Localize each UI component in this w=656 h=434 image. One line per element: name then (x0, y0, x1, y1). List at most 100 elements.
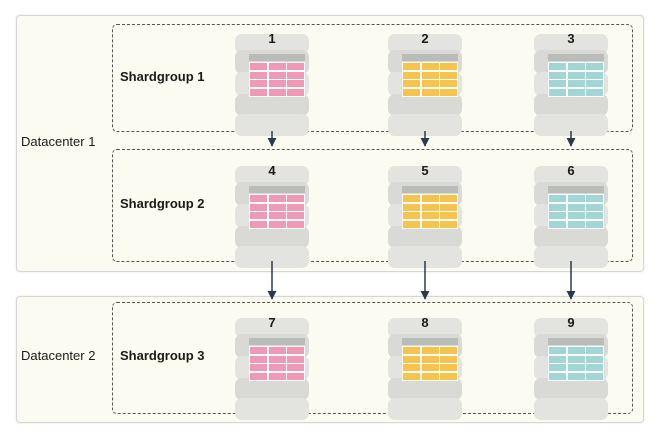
table-cell (286, 70, 305, 80)
table-cell (439, 70, 458, 80)
table-cell (286, 202, 305, 212)
shardgroup-3-label: Shardgroup 3 (120, 348, 205, 363)
table-cell (286, 79, 305, 89)
table-cell (585, 193, 604, 204)
table-cell (585, 354, 604, 364)
table-grid (402, 193, 458, 230)
table-header (249, 338, 305, 345)
table-cell (286, 87, 305, 98)
table-header (402, 186, 458, 193)
table-icon (402, 54, 458, 98)
table-cell (548, 202, 567, 212)
table-cell (267, 70, 287, 80)
shard-disk (534, 114, 608, 136)
table-header (548, 338, 604, 345)
table-cell (585, 79, 604, 89)
table-cell (402, 61, 421, 72)
shard-2: 2 (388, 31, 462, 136)
shard-disk (235, 378, 309, 400)
table-cell (566, 363, 586, 373)
table-cell (548, 219, 567, 230)
shard-disk (235, 398, 309, 420)
table-icon (249, 186, 305, 230)
table-cell (566, 211, 586, 221)
table-cell (439, 371, 458, 382)
table-grid (249, 61, 305, 98)
table-cell (548, 371, 567, 382)
table-cell (566, 70, 586, 80)
table-cell (402, 70, 421, 80)
table-cell (548, 61, 567, 72)
shard-disk (534, 246, 608, 268)
shard-disk (534, 226, 608, 248)
table-cell (420, 219, 440, 230)
shard-number: 3 (567, 31, 575, 46)
table-icon (548, 54, 604, 98)
table-cell (420, 193, 440, 204)
table-cell (286, 219, 305, 230)
table-header (249, 186, 305, 193)
table-grid (548, 61, 604, 98)
shard-9: 9 (534, 315, 608, 420)
datacenter-2-label: Datacenter 2 (21, 348, 96, 363)
shard-4: 4 (235, 163, 309, 268)
table-grid (249, 193, 305, 230)
table-cell (286, 371, 305, 382)
table-cell (439, 79, 458, 89)
datacenter-1-label: Datacenter 1 (21, 134, 96, 149)
table-cell (439, 202, 458, 212)
shard-disk (388, 94, 462, 116)
table-cell (439, 354, 458, 364)
shard-disk (388, 398, 462, 420)
table-cell (548, 363, 567, 373)
table-cell (286, 345, 305, 356)
table-cell (439, 61, 458, 72)
table-cell (267, 202, 287, 212)
table-cell (585, 219, 604, 230)
table-cell (249, 354, 268, 364)
table-cell (439, 87, 458, 98)
table-cell (439, 211, 458, 221)
table-cell (420, 371, 440, 382)
table-header (249, 54, 305, 61)
table-cell (420, 363, 440, 373)
table-icon (402, 186, 458, 230)
table-icon (249, 338, 305, 382)
shard-disk (534, 378, 608, 400)
table-cell (249, 363, 268, 373)
shard-disk (534, 94, 608, 116)
shard-7: 7 (235, 315, 309, 420)
table-cell (267, 363, 287, 373)
table-cell (439, 219, 458, 230)
table-cell (402, 219, 421, 230)
shard-disk (235, 226, 309, 248)
table-cell (566, 79, 586, 89)
shard-number: 6 (567, 163, 575, 178)
shard-8: 8 (388, 315, 462, 420)
table-cell (249, 371, 268, 382)
shard-number: 2 (421, 31, 429, 46)
table-cell (249, 70, 268, 80)
table-cell (267, 61, 287, 72)
table-header (402, 54, 458, 61)
table-icon (249, 54, 305, 98)
table-cell (585, 345, 604, 356)
shard-disk (388, 166, 462, 186)
table-cell (439, 193, 458, 204)
table-cell (267, 87, 287, 98)
shard-disk (534, 318, 608, 338)
shardgroup-1-label: Shardgroup 1 (120, 69, 205, 84)
table-grid (548, 193, 604, 230)
table-cell (566, 87, 586, 98)
table-header (548, 186, 604, 193)
table-cell (420, 79, 440, 89)
shard-disk (388, 246, 462, 268)
table-cell (548, 345, 567, 356)
table-grid (402, 61, 458, 98)
shard-5: 5 (388, 163, 462, 268)
table-icon (402, 338, 458, 382)
shard-disk (235, 94, 309, 116)
table-cell (286, 193, 305, 204)
table-cell (566, 371, 586, 382)
